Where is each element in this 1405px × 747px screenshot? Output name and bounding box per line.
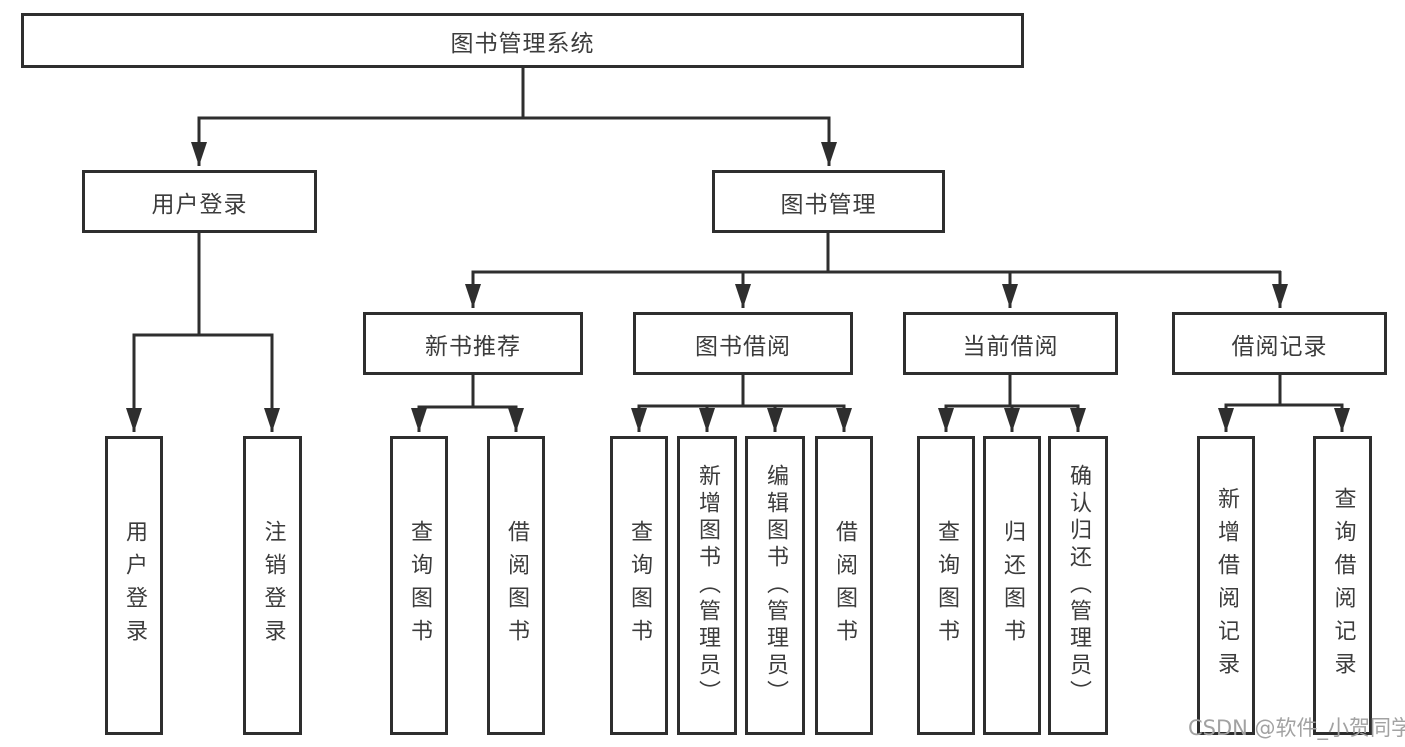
leaf-bb-borrow-books: 借阅图书 — [815, 436, 873, 735]
node-current-borrow-label: 当前借阅 — [962, 333, 1059, 360]
leaf-cb-confirm-return-admin-label: 确认归还（管理员） — [1066, 464, 1091, 707]
node-borrow-records: 借阅记录 — [1172, 312, 1387, 375]
leaf-nb-query-books-label: 查询图书 — [407, 519, 432, 652]
leaf-cb-return-books: 归还图书 — [983, 436, 1041, 735]
node-library-system: 图书管理系统 — [21, 13, 1024, 68]
node-current-borrow: 当前借阅 — [903, 312, 1118, 375]
leaf-bb-add-books-admin-label: 新增图书（管理员） — [695, 464, 720, 707]
leaf-br-query-record: 查询借阅记录 — [1313, 436, 1372, 735]
leaf-bb-add-books-admin: 新增图书（管理员） — [677, 436, 737, 735]
leaf-logout: 注销登录 — [243, 436, 302, 735]
leaf-bb-edit-books-admin-label: 编辑图书（管理员） — [763, 464, 788, 707]
leaf-nb-borrow-books: 借阅图书 — [487, 436, 545, 735]
node-book-borrow: 图书借阅 — [633, 312, 853, 375]
node-library-system-label: 图书管理系统 — [450, 30, 595, 57]
leaf-cb-query-books: 查询图书 — [917, 436, 975, 735]
leaf-logout-label: 注销登录 — [260, 519, 286, 652]
leaf-user-login-label: 用户登录 — [122, 519, 147, 652]
node-book-management-label: 图书管理 — [780, 191, 877, 218]
leaf-nb-borrow-books-label: 借阅图书 — [504, 519, 529, 652]
leaf-bb-query-books-label: 查询图书 — [627, 519, 652, 652]
node-book-borrow-label: 图书借阅 — [695, 333, 791, 360]
leaf-bb-query-books: 查询图书 — [610, 436, 668, 735]
watermark: CSDN @软件_小贺同学 — [1188, 716, 1405, 740]
node-borrow-records-label: 借阅记录 — [1231, 333, 1328, 360]
leaf-cb-query-books-label: 查询图书 — [934, 519, 959, 652]
node-new-book-recommend-label: 新书推荐 — [425, 333, 521, 360]
leaf-nb-query-books: 查询图书 — [390, 436, 448, 735]
leaf-br-query-record-label: 查询借阅记录 — [1330, 486, 1356, 685]
node-user-login: 用户登录 — [82, 170, 317, 233]
node-user-login-label: 用户登录 — [151, 191, 248, 218]
leaf-user-login: 用户登录 — [105, 436, 163, 735]
leaf-br-add-record: 新增借阅记录 — [1197, 436, 1255, 735]
leaf-cb-confirm-return-admin: 确认归还（管理员） — [1048, 436, 1108, 735]
node-new-book-recommend: 新书推荐 — [363, 312, 583, 375]
leaf-bb-edit-books-admin: 编辑图书（管理员） — [745, 436, 805, 735]
leaf-bb-borrow-books-label: 借阅图书 — [832, 519, 857, 652]
leaf-br-add-record-label: 新增借阅记录 — [1214, 486, 1239, 685]
leaf-cb-return-books-label: 归还图书 — [1000, 519, 1025, 652]
node-book-management: 图书管理 — [712, 170, 945, 233]
